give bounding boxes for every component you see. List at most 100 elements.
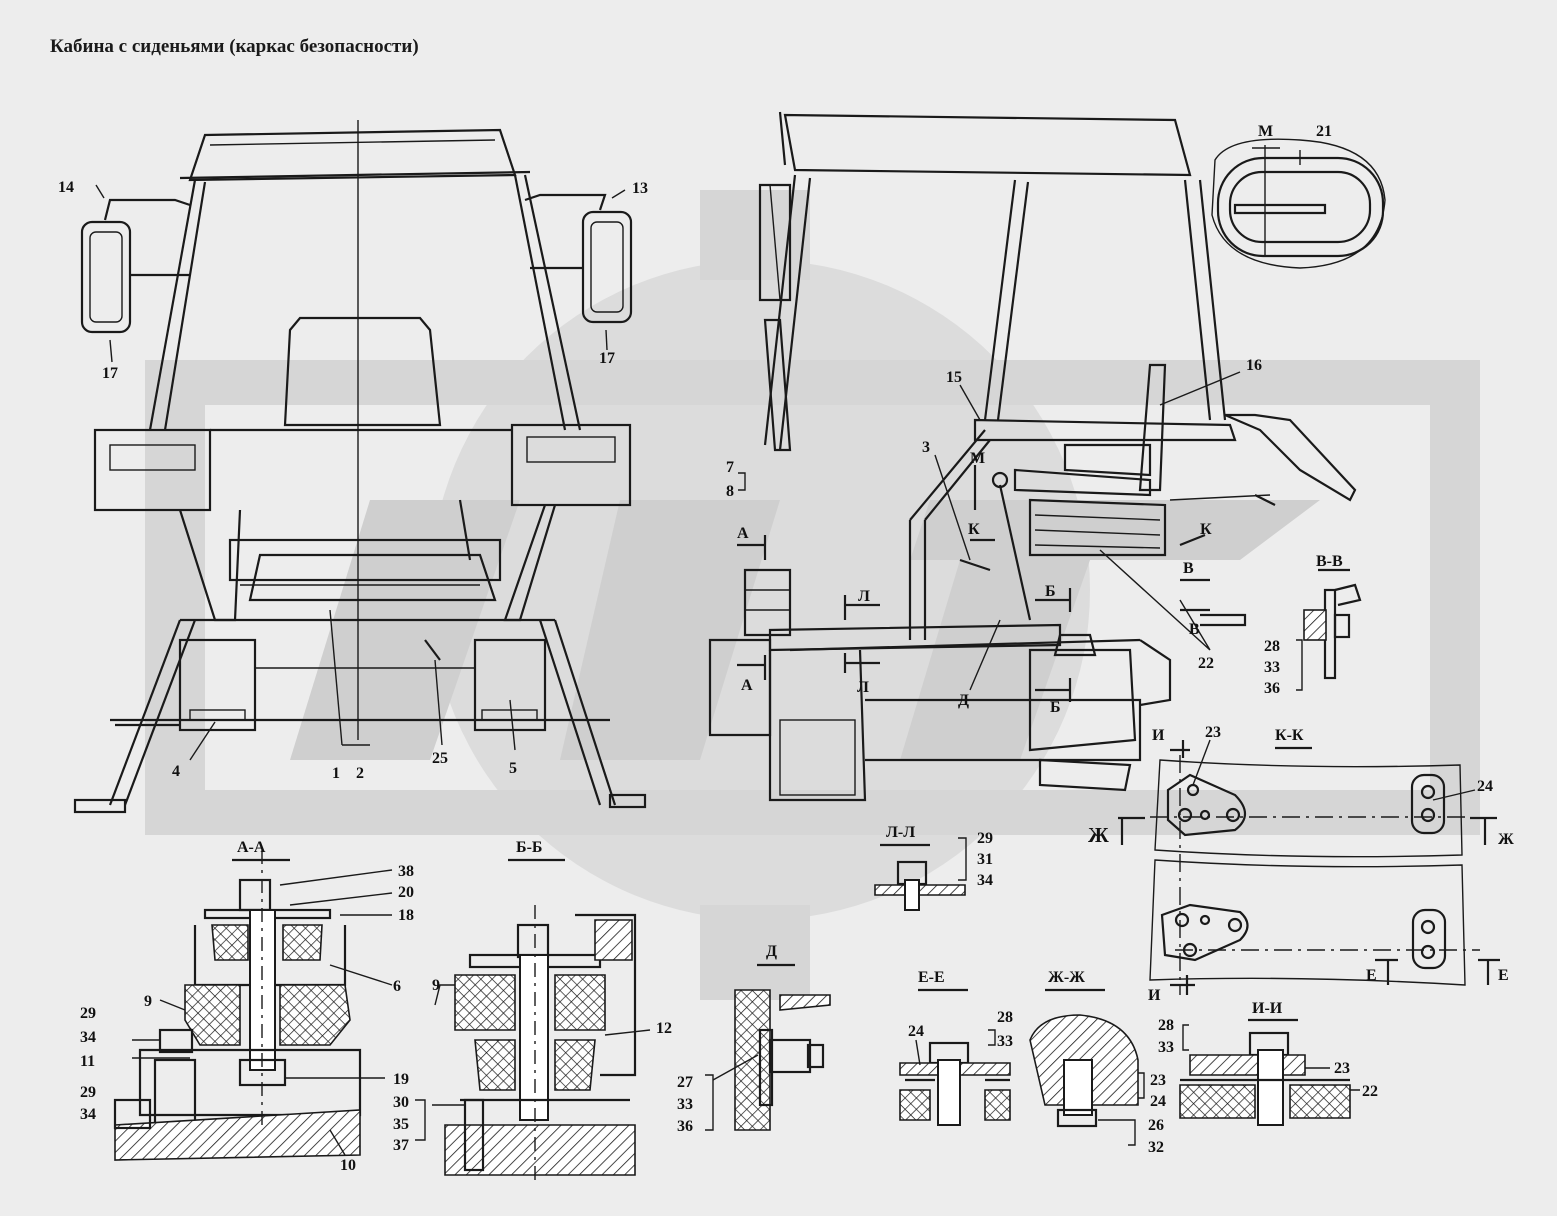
callout: В [1183, 560, 1194, 577]
section-vv-callouts: В-В 28 33 36 [1264, 553, 1343, 697]
section-d-callouts: Д 27 33 36 [677, 943, 777, 1135]
section-aa-callouts: А-А 38 20 18 6 9 29 34 11 19 29 34 10 [80, 839, 414, 1174]
callout: 24 [1477, 778, 1493, 795]
section-vv [1296, 568, 1362, 691]
section-ll-callouts: Л-Л 29 31 34 [886, 824, 993, 889]
callout: 12 [656, 1020, 672, 1037]
callout: 13 [632, 180, 648, 197]
callout: 29 [80, 1084, 96, 1101]
section-title: Е-Е [918, 969, 945, 986]
callout: В [1189, 621, 1200, 638]
section-ii [1179, 1018, 1360, 1126]
callout: Ж [1498, 831, 1514, 848]
callout: 8 [726, 483, 734, 500]
callout: 28 [1264, 638, 1280, 655]
callout: 33 [677, 1096, 693, 1113]
detail-m [1211, 138, 1386, 269]
section-ii-callouts: И-И 28 33 23 22 [1158, 1000, 1378, 1100]
callout: 20 [398, 884, 414, 901]
callout: 38 [398, 863, 414, 880]
section-bb [415, 858, 651, 1180]
section-zhzh [1029, 988, 1145, 1146]
callout: И [1152, 727, 1165, 744]
callout: 23 [1150, 1072, 1166, 1089]
callout: 2 [356, 765, 364, 782]
callout: 1 [332, 765, 340, 782]
callout: 4 [172, 763, 180, 780]
callout: Е [1498, 967, 1509, 984]
section-title: Л-Л [886, 824, 915, 841]
callout: 7 [726, 459, 734, 476]
callout: 17 [102, 365, 118, 382]
callout: 22 [1198, 655, 1214, 672]
callout: 34 [977, 872, 993, 889]
callout: 36 [1264, 680, 1280, 697]
callout: 24 [908, 1023, 924, 1040]
callout: 3 [922, 439, 930, 456]
callout: 25 [432, 750, 448, 767]
callout: 29 [80, 1005, 96, 1022]
callout: 16 [1246, 357, 1262, 374]
section-zhzh-callouts: Ж-Ж 23 24 26 32 [1048, 969, 1166, 1156]
callout: 15 [946, 369, 962, 386]
section-bb-callouts: Б-Б 9 12 30 35 37 [393, 839, 672, 1154]
callout: Ж [1088, 823, 1109, 847]
section-aa [113, 850, 393, 1161]
callout: 28 [1158, 1017, 1174, 1034]
callout: 33 [997, 1033, 1013, 1050]
callout: 31 [977, 851, 993, 868]
callout: 14 [58, 179, 74, 196]
section-ll [874, 837, 967, 911]
callout: 19 [393, 1071, 409, 1088]
section-ee-callouts: Е-Е 24 28 33 [908, 969, 1013, 1050]
callout: 33 [1158, 1039, 1174, 1056]
callout: 29 [977, 830, 993, 847]
section-title: А-А [237, 839, 266, 856]
callout: 9 [432, 977, 440, 994]
callout: Л [858, 588, 870, 605]
callout: И [1148, 987, 1161, 1004]
section-title: К-К [1275, 727, 1304, 744]
callout: 23 [1205, 724, 1221, 741]
callout: Д [958, 692, 969, 709]
callout: А [741, 677, 753, 694]
callout: 33 [1264, 659, 1280, 676]
section-kk [1118, 739, 1500, 995]
callout: 27 [677, 1074, 693, 1091]
side-view-cab [708, 111, 1357, 802]
callout: 22 [1362, 1083, 1378, 1100]
section-title: И-И [1252, 1000, 1283, 1017]
callout: 34 [80, 1106, 96, 1123]
section-title: Б-Б [516, 839, 542, 856]
callout: М [1258, 123, 1273, 140]
callout: 5 [509, 760, 517, 777]
callout: 30 [393, 1094, 409, 1111]
section-ee [899, 988, 1011, 1126]
callout: 34 [80, 1029, 96, 1046]
callout: 9 [144, 993, 152, 1010]
callout: 37 [393, 1137, 409, 1154]
callout: К [1200, 521, 1212, 538]
callout: 11 [80, 1053, 95, 1070]
callout: Е [1366, 967, 1377, 984]
callout: 26 [1148, 1117, 1164, 1134]
front-view-cab [73, 120, 647, 814]
watermark-logo [145, 190, 1480, 1000]
callout: 6 [393, 978, 401, 995]
callout: 24 [1150, 1093, 1166, 1110]
callout: 23 [1334, 1060, 1350, 1077]
callout: 32 [1148, 1139, 1164, 1156]
callout: А [737, 525, 749, 542]
callout: М [970, 450, 985, 467]
section-d [705, 963, 831, 1131]
section-title: В-В [1316, 553, 1343, 570]
front-view-callouts: 14 13 17 17 4 1 2 25 5 [58, 179, 648, 782]
callout: 28 [997, 1009, 1013, 1026]
callout: Б [1045, 583, 1056, 600]
callout: 18 [398, 907, 414, 924]
section-title: Ж-Ж [1048, 969, 1085, 986]
callout: К [968, 521, 980, 538]
callout: 17 [599, 350, 615, 367]
